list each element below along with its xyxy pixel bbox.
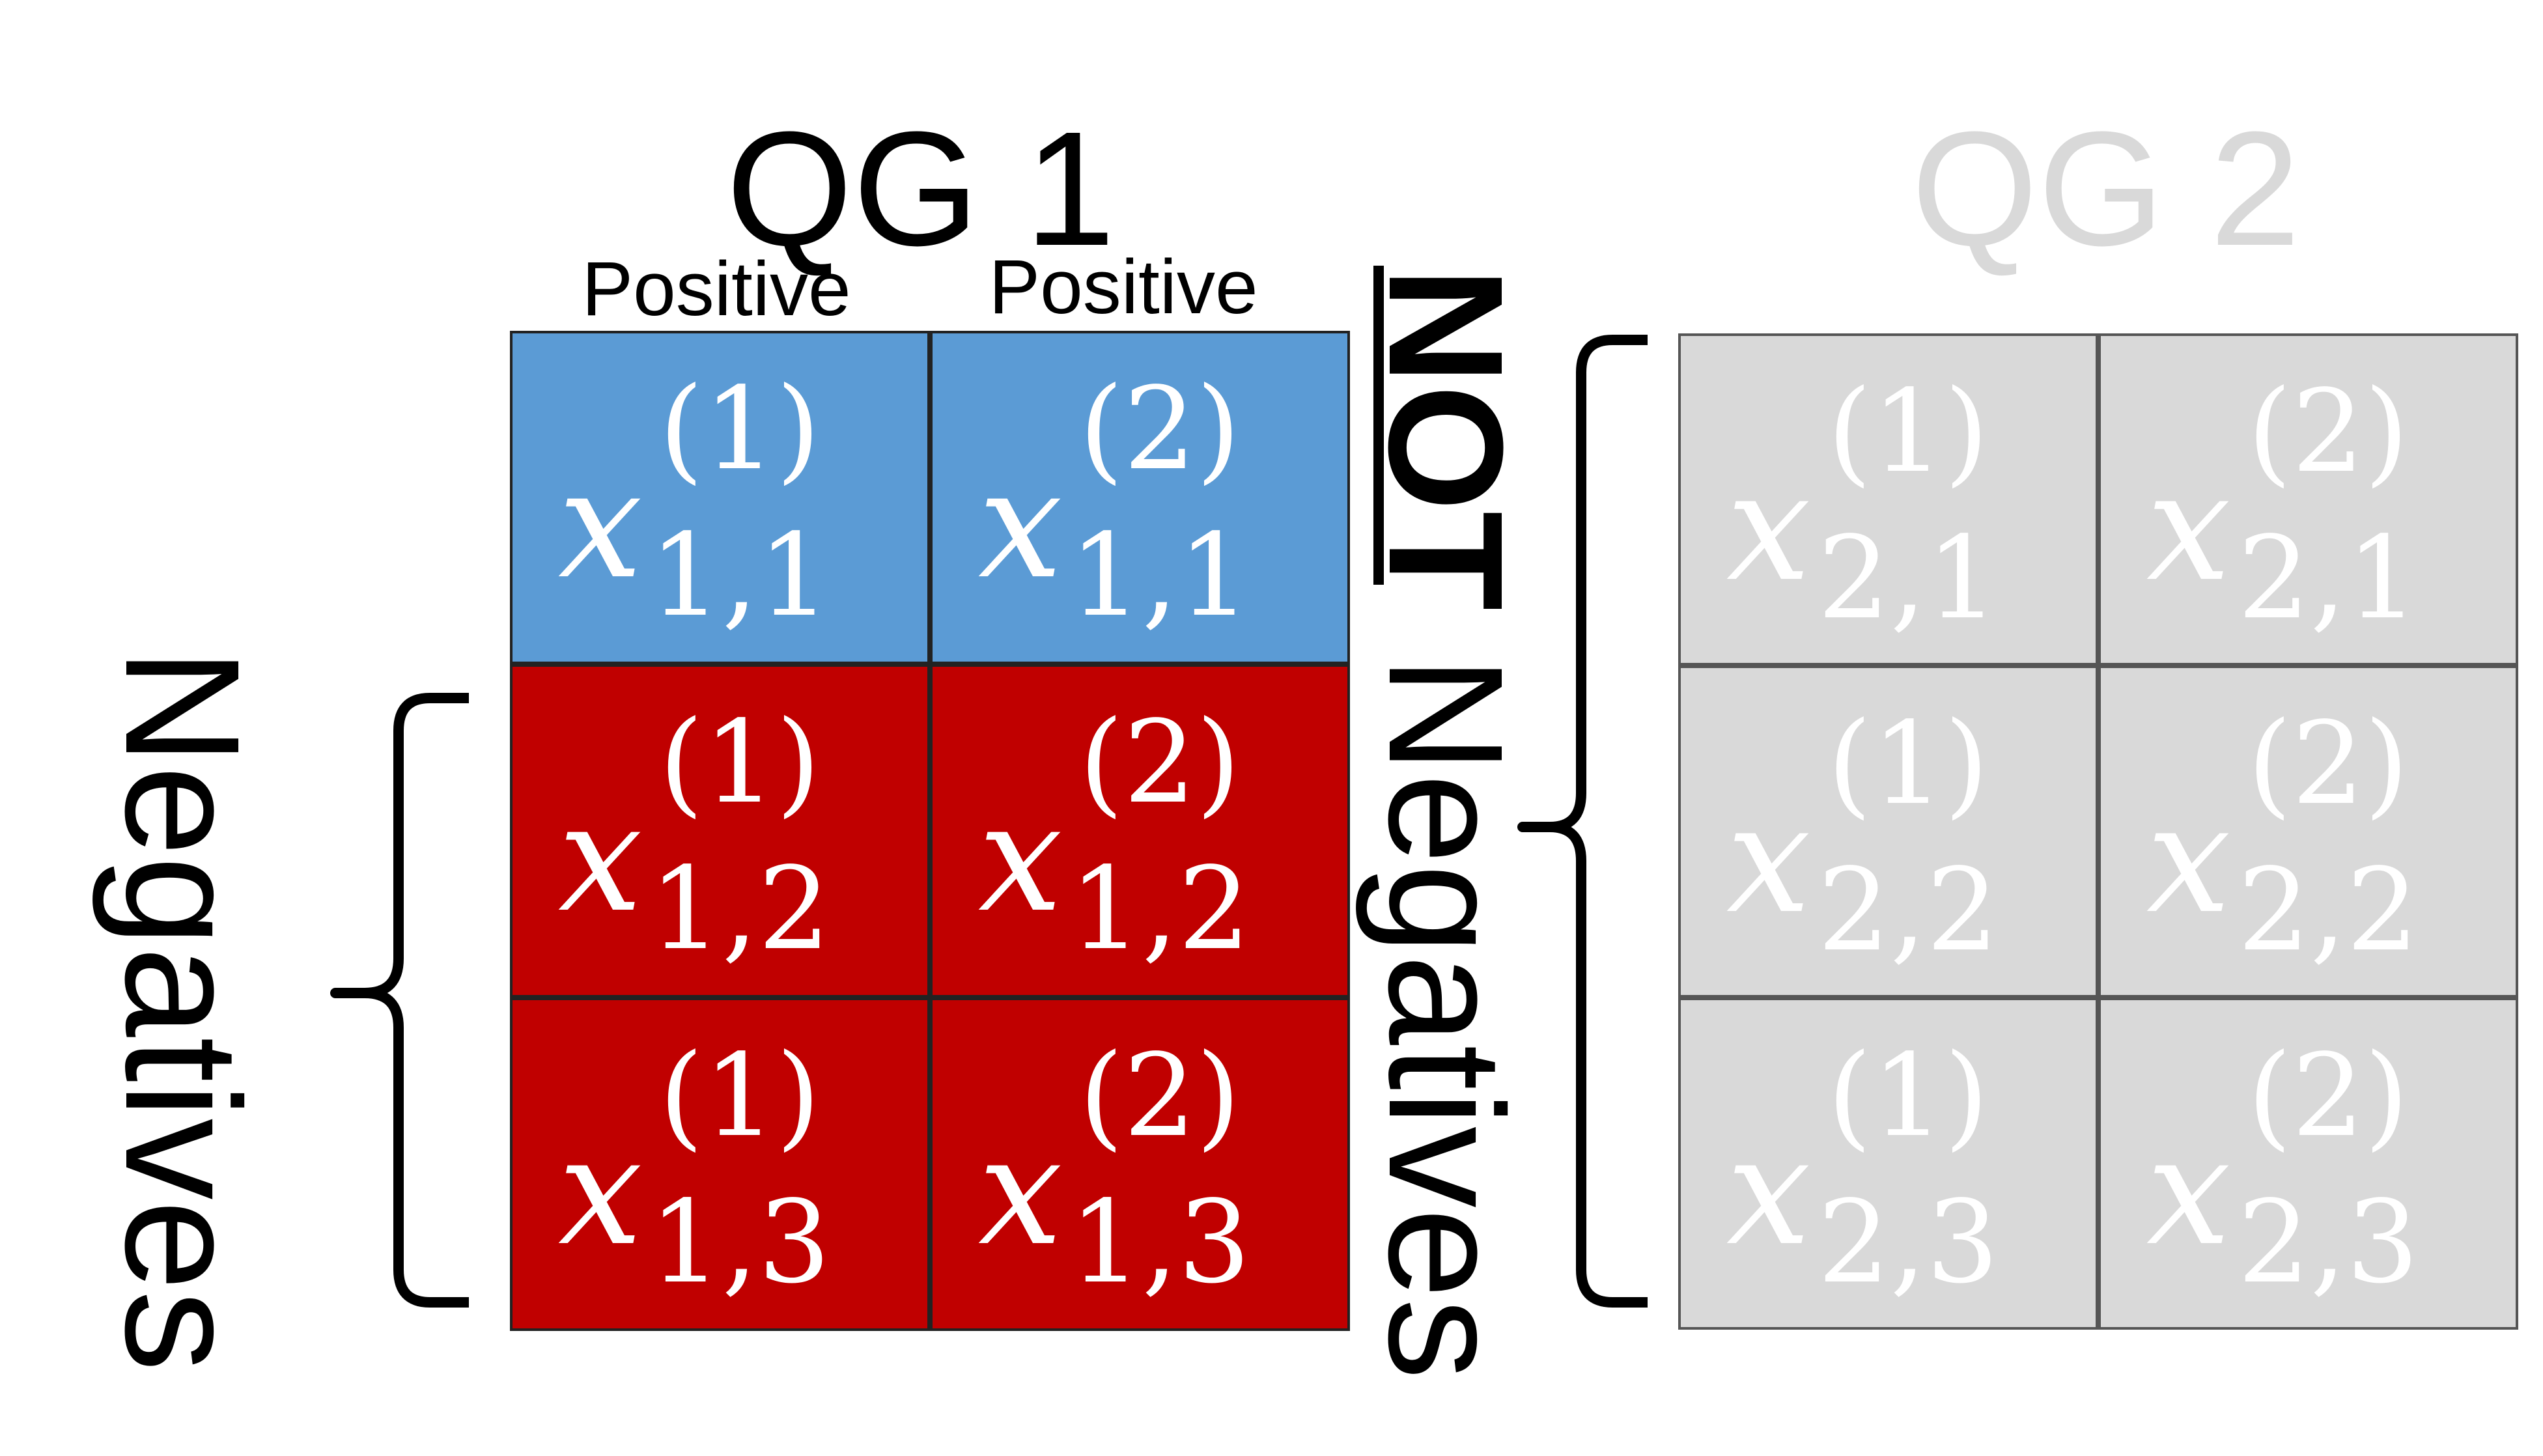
math-subscript: 2,3 [1818,1177,1999,1309]
math-label: x(2) 1,1 [933,333,1347,662]
math-superscript: (2) [1079,363,1241,496]
math-base: x [2146,773,2231,947]
math-label: x(1) 2,1 [1681,336,2096,663]
cell-positive-g1-r1-c2: x(2) 1,1 [930,331,1350,664]
math-subscript: 1,1 [649,510,831,642]
math-label: x(1) 1,3 [513,1000,927,1328]
math-base: x [978,438,1063,612]
math-base: x [1726,441,1811,615]
math-superscript: (2) [1079,1030,1241,1162]
cell-positive-g1-r1-c1: x(1) 1,1 [510,331,930,664]
math-base: x [558,438,643,612]
cell-inactive-g2-r1-c1: x(1) 2,1 [1678,333,2098,665]
math-superscript: (1) [659,697,821,829]
math-base: x [1726,773,1811,947]
math-base: x [978,772,1063,945]
left-brace [330,693,469,1308]
math-label: x(2) 1,3 [933,1000,1347,1328]
cell-inactive-g2-r3-c1: x(1) 2,3 [1678,998,2098,1330]
math-label: x(1) 1,2 [513,667,927,995]
math-superscript: (1) [1827,698,1989,830]
math-base: x [978,1105,1063,1279]
math-superscript: (1) [1827,366,1989,498]
math-label: x(2) 2,2 [2101,668,2516,995]
math-superscript: (2) [2247,698,2409,830]
cell-inactive-g2-r3-c2: x(2) 2,3 [2098,998,2518,1330]
math-superscript: (2) [1079,697,1241,829]
math-label: x(1) 2,3 [1681,1000,2096,1327]
math-subscript: 1,2 [649,843,831,975]
cell-inactive-g2-r1-c2: x(2) 2,1 [2098,333,2518,665]
cell-negative-g1-r2-c2: x(2) 1,2 [930,664,1350,998]
cell-negative-g1-r3-c1: x(1) 1,3 [510,998,930,1331]
math-base: x [1726,1105,1811,1279]
math-subscript: 1,2 [1069,843,1251,975]
math-superscript: (2) [2247,1030,2409,1162]
math-label: x(2) 2,1 [2101,336,2516,663]
column-label-positive-1: Positive [582,246,851,332]
math-subscript: 2,1 [1818,512,1999,645]
math-base: x [558,1105,643,1279]
math-label: x(1) 2,2 [1681,668,2096,995]
math-base: x [2146,1105,2231,1279]
math-subscript: 1,3 [1069,1177,1251,1309]
math-base: x [2146,441,2231,615]
math-superscript: (2) [2247,366,2409,498]
math-subscript: 2,1 [2238,512,2419,645]
math-superscript: (1) [659,363,821,496]
cell-inactive-g2-r2-c2: x(2) 2,2 [2098,665,2518,998]
math-subscript: 2,3 [2238,1177,2419,1309]
math-superscript: (1) [1827,1030,1989,1162]
math-label: x(1) 1,1 [513,333,927,662]
math-superscript: (1) [659,1030,821,1162]
math-subscript: 1,1 [1069,510,1251,642]
right-brace [1517,335,1648,1308]
group-2-title: QG 2 [1911,98,2301,279]
math-label: x(2) 2,3 [2101,1000,2516,1327]
cell-negative-g1-r3-c2: x(2) 1,3 [930,998,1350,1331]
math-subscript: 2,2 [1818,845,1999,977]
group-1-title: QG 1 [726,98,1116,279]
math-label: x(2) 1,2 [933,667,1347,995]
math-subscript: 2,2 [2238,845,2419,977]
cell-inactive-g2-r2-c1: x(1) 2,2 [1678,665,2098,998]
cell-negative-g1-r2-c1: x(1) 1,2 [510,664,930,998]
math-subscript: 1,3 [649,1177,831,1309]
math-base: x [558,772,643,945]
column-label-positive-2: Positive [989,244,1258,330]
